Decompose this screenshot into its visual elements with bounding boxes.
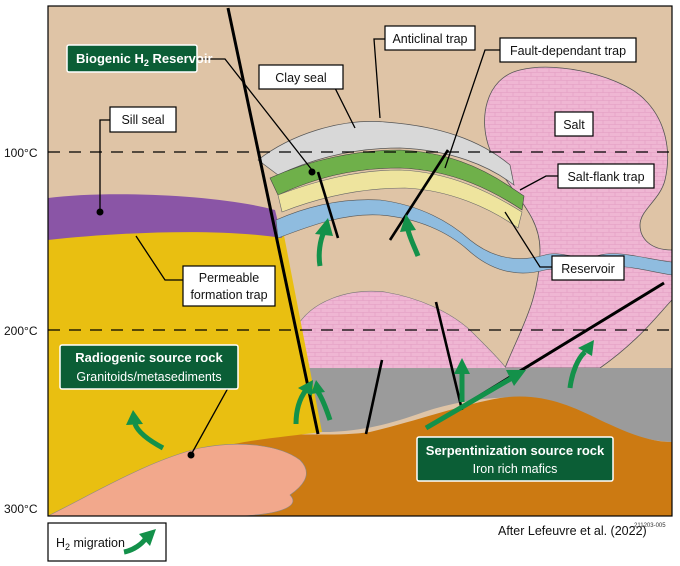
permeable-trap-label-line1: Permeable: [199, 271, 259, 285]
migration-arrow: [454, 358, 470, 402]
sill-seal-label: Sill seal: [121, 113, 164, 127]
migration-arrow: [311, 380, 333, 421]
migration-arrow: [400, 214, 421, 257]
migration-arrow: [567, 340, 594, 389]
clay-seal-fault: [316, 171, 340, 239]
temp-label-200: 200°C: [4, 324, 38, 338]
salt-flank-trap-callout: Salt-flank trap: [557, 163, 655, 189]
permeable-trap-label-line2: formation trap: [190, 288, 267, 302]
anticlinal-trap-callout: Anticlinal trap: [384, 25, 476, 51]
fault-trap-callout: Fault-dependant trap: [499, 37, 637, 63]
salt-callout: Salt: [554, 111, 594, 137]
figure-code: 211203-005: [634, 523, 666, 529]
radiogenic-source-title: Radiogenic source rock: [75, 350, 223, 365]
radiogenic-source-subtitle: Granitoids/metasediments: [76, 370, 221, 384]
sill-seal-callout: Sill seal: [109, 106, 177, 133]
main-fault: [226, 7, 320, 435]
permeable-trap-callout: Permeable formation trap: [182, 265, 276, 307]
reservoir-label: Reservoir: [561, 262, 615, 276]
biogenic-reservoir-label: Biogenic H2 Reservoir: [76, 51, 213, 68]
migration-arrow: [126, 410, 165, 451]
salt-label: Salt: [563, 118, 585, 132]
radiogenic-source-callout: Radiogenic source rock Granitoids/metase…: [59, 344, 239, 390]
serpentinization-source-subtitle: Iron rich mafics: [473, 462, 558, 476]
biogenic-reservoir-callout: Biogenic H2 Reservoir: [66, 44, 213, 73]
clay-seal-callout: Clay seal: [258, 64, 344, 90]
anticlinal-trap-label: Anticlinal trap: [392, 32, 467, 46]
temp-label-100: 100°C: [4, 146, 38, 160]
gray-layer: [300, 368, 672, 442]
migration-arrow: [315, 218, 333, 267]
fault-dependant-trap-label: Fault-dependant trap: [510, 44, 626, 58]
serpentinization-source-title: Serpentinization source rock: [426, 443, 605, 458]
migration-arrow: [293, 380, 313, 425]
lower-fault-2: [364, 359, 384, 435]
legend: H2 migration: [47, 522, 167, 562]
salt-flank-trap-label: Salt-flank trap: [567, 170, 644, 184]
legend-arrow-icon: [123, 529, 156, 555]
serpentinization-source-callout: Serpentinization source rock Iron rich m…: [416, 436, 614, 482]
salt-diapir: [484, 66, 673, 369]
legend-label: H2 migration: [56, 536, 125, 552]
reservoir-callout: Reservoir: [551, 255, 625, 281]
clay-seal-label: Clay seal: [275, 71, 326, 85]
fault-dependant-fault: [388, 149, 450, 241]
sill-layer: [48, 194, 282, 240]
pink-dome: [294, 291, 507, 381]
yellow-reservoir-layer: [277, 169, 523, 229]
citation: After Lefeuvre et al. (2022): [498, 524, 647, 538]
migration-arrow: [424, 370, 526, 431]
lower-fault-1: [434, 301, 464, 411]
temp-label-300: 300°C: [4, 502, 38, 516]
pink-granite-outcrop: [47, 443, 307, 517]
section-frame: [47, 5, 673, 517]
migration-arrows: [126, 214, 594, 451]
temperature-axis: 100°C 200°C 300°C: [4, 146, 38, 516]
